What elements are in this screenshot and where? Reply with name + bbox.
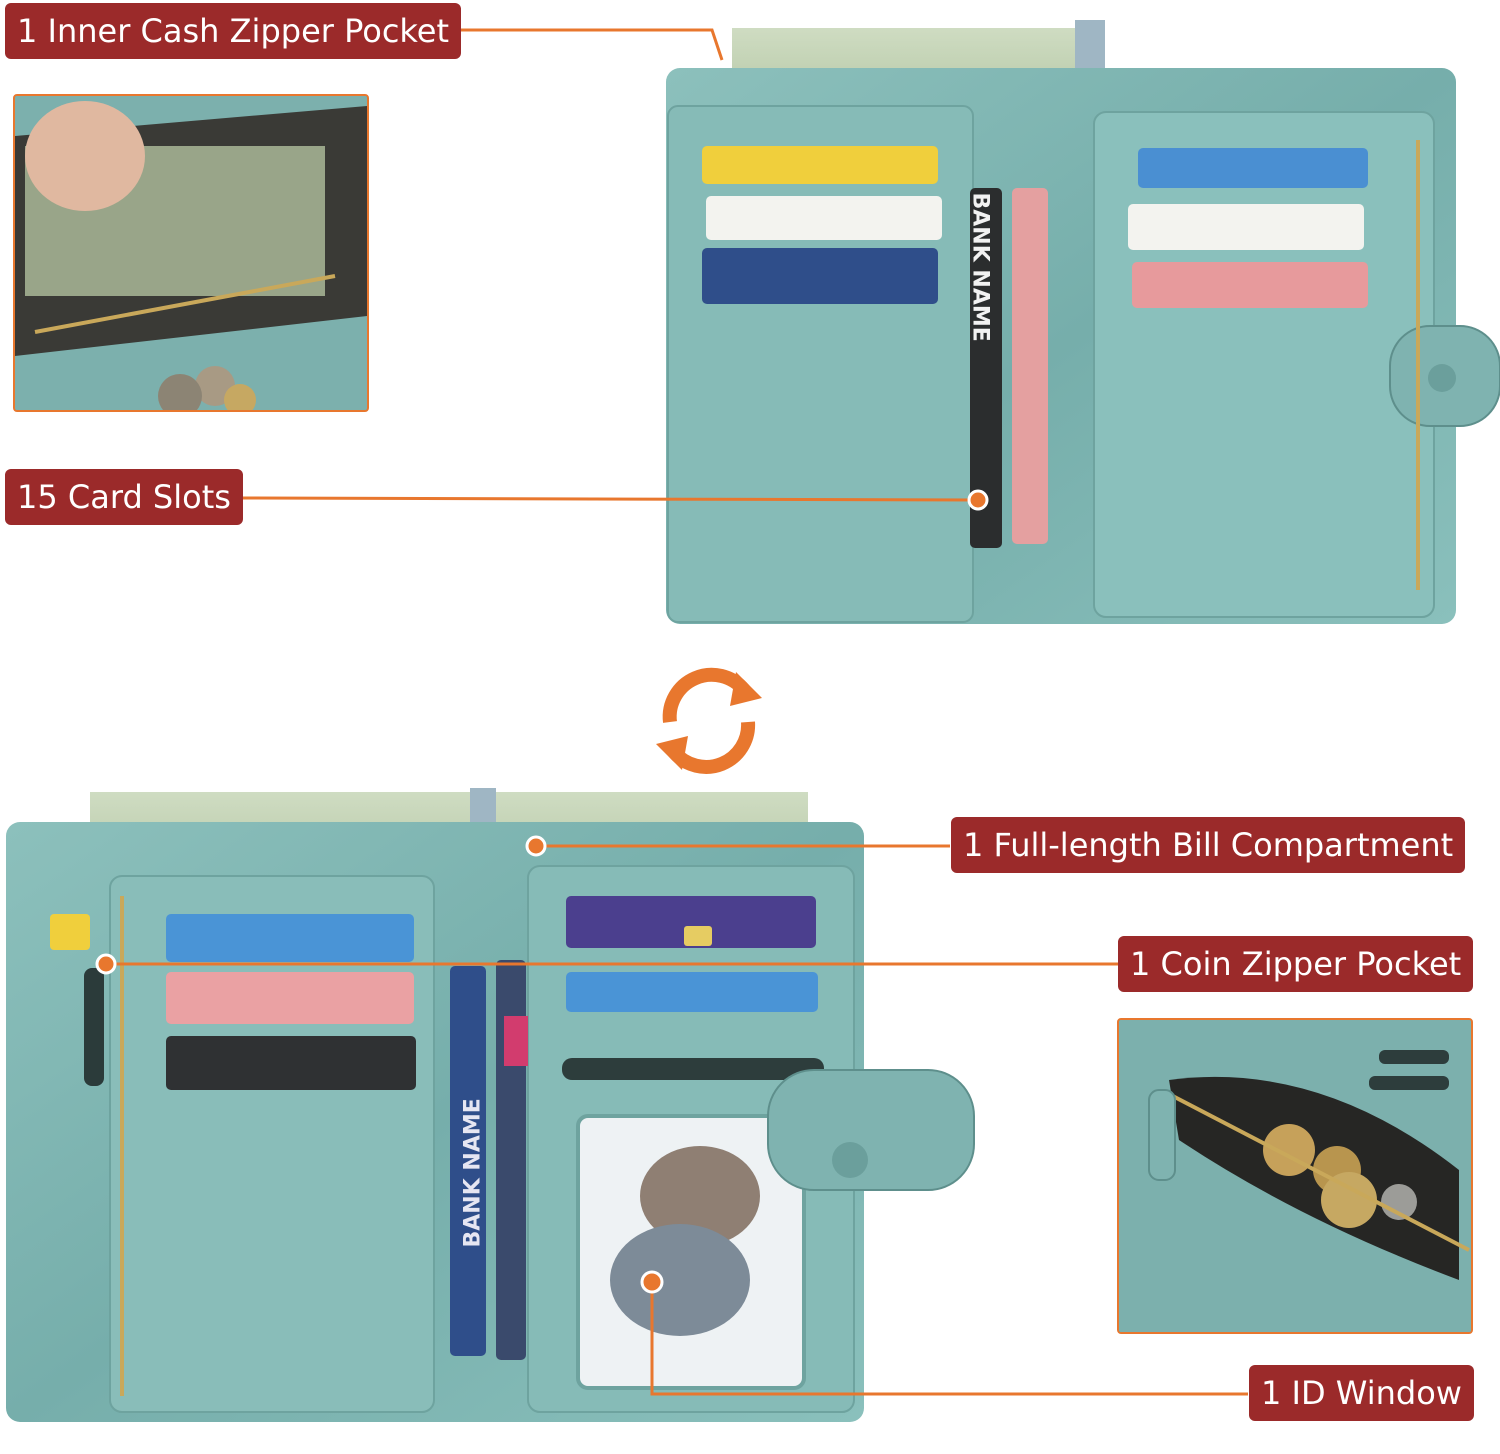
leader-dots <box>95 489 989 1294</box>
callout-card-slots: 15 Card Slots <box>5 469 243 525</box>
card-navy-vertical <box>450 966 486 1356</box>
bottom-wallet <box>6 788 975 1422</box>
card-blue-left <box>166 914 414 962</box>
snap-tab-bottom <box>767 1069 975 1191</box>
inset-inner-cash-pocket <box>13 94 369 412</box>
card-blue-right <box>566 972 818 1012</box>
card-pink <box>1132 262 1368 308</box>
callout-inner-cash-zipper-pocket: 1 Inner Cash Zipper Pocket <box>5 3 462 59</box>
bank-name-text-top: BANK NAME <box>967 192 993 342</box>
bank-name-text-bottom: BANK NAME <box>460 1098 486 1248</box>
card-black-vertical <box>970 188 1002 548</box>
card-pink-vertical <box>1012 188 1048 544</box>
inset-coin-illustration <box>1119 1020 1471 1332</box>
inset-coin-pocket <box>1117 1018 1473 1334</box>
rotate-arrows-icon <box>656 667 762 774</box>
card-white <box>706 196 942 240</box>
card-purple <box>566 896 816 948</box>
card-white-2 <box>1128 204 1364 250</box>
leader-lines <box>106 28 1248 1396</box>
inset-inner-cash-illustration <box>15 96 367 410</box>
card-black-left <box>166 1036 416 1090</box>
card-pink-left <box>166 972 414 1024</box>
callout-bill-compartment: 1 Full-length Bill Compartment <box>951 817 1466 873</box>
callout-id-window: 1 ID Window <box>1249 1365 1474 1421</box>
card-navy <box>702 248 938 304</box>
card-yellow <box>702 146 938 184</box>
callout-coin-zipper-pocket: 1 Coin Zipper Pocket <box>1118 936 1474 992</box>
top-wallet <box>666 20 1500 624</box>
card-blue <box>1138 148 1368 188</box>
